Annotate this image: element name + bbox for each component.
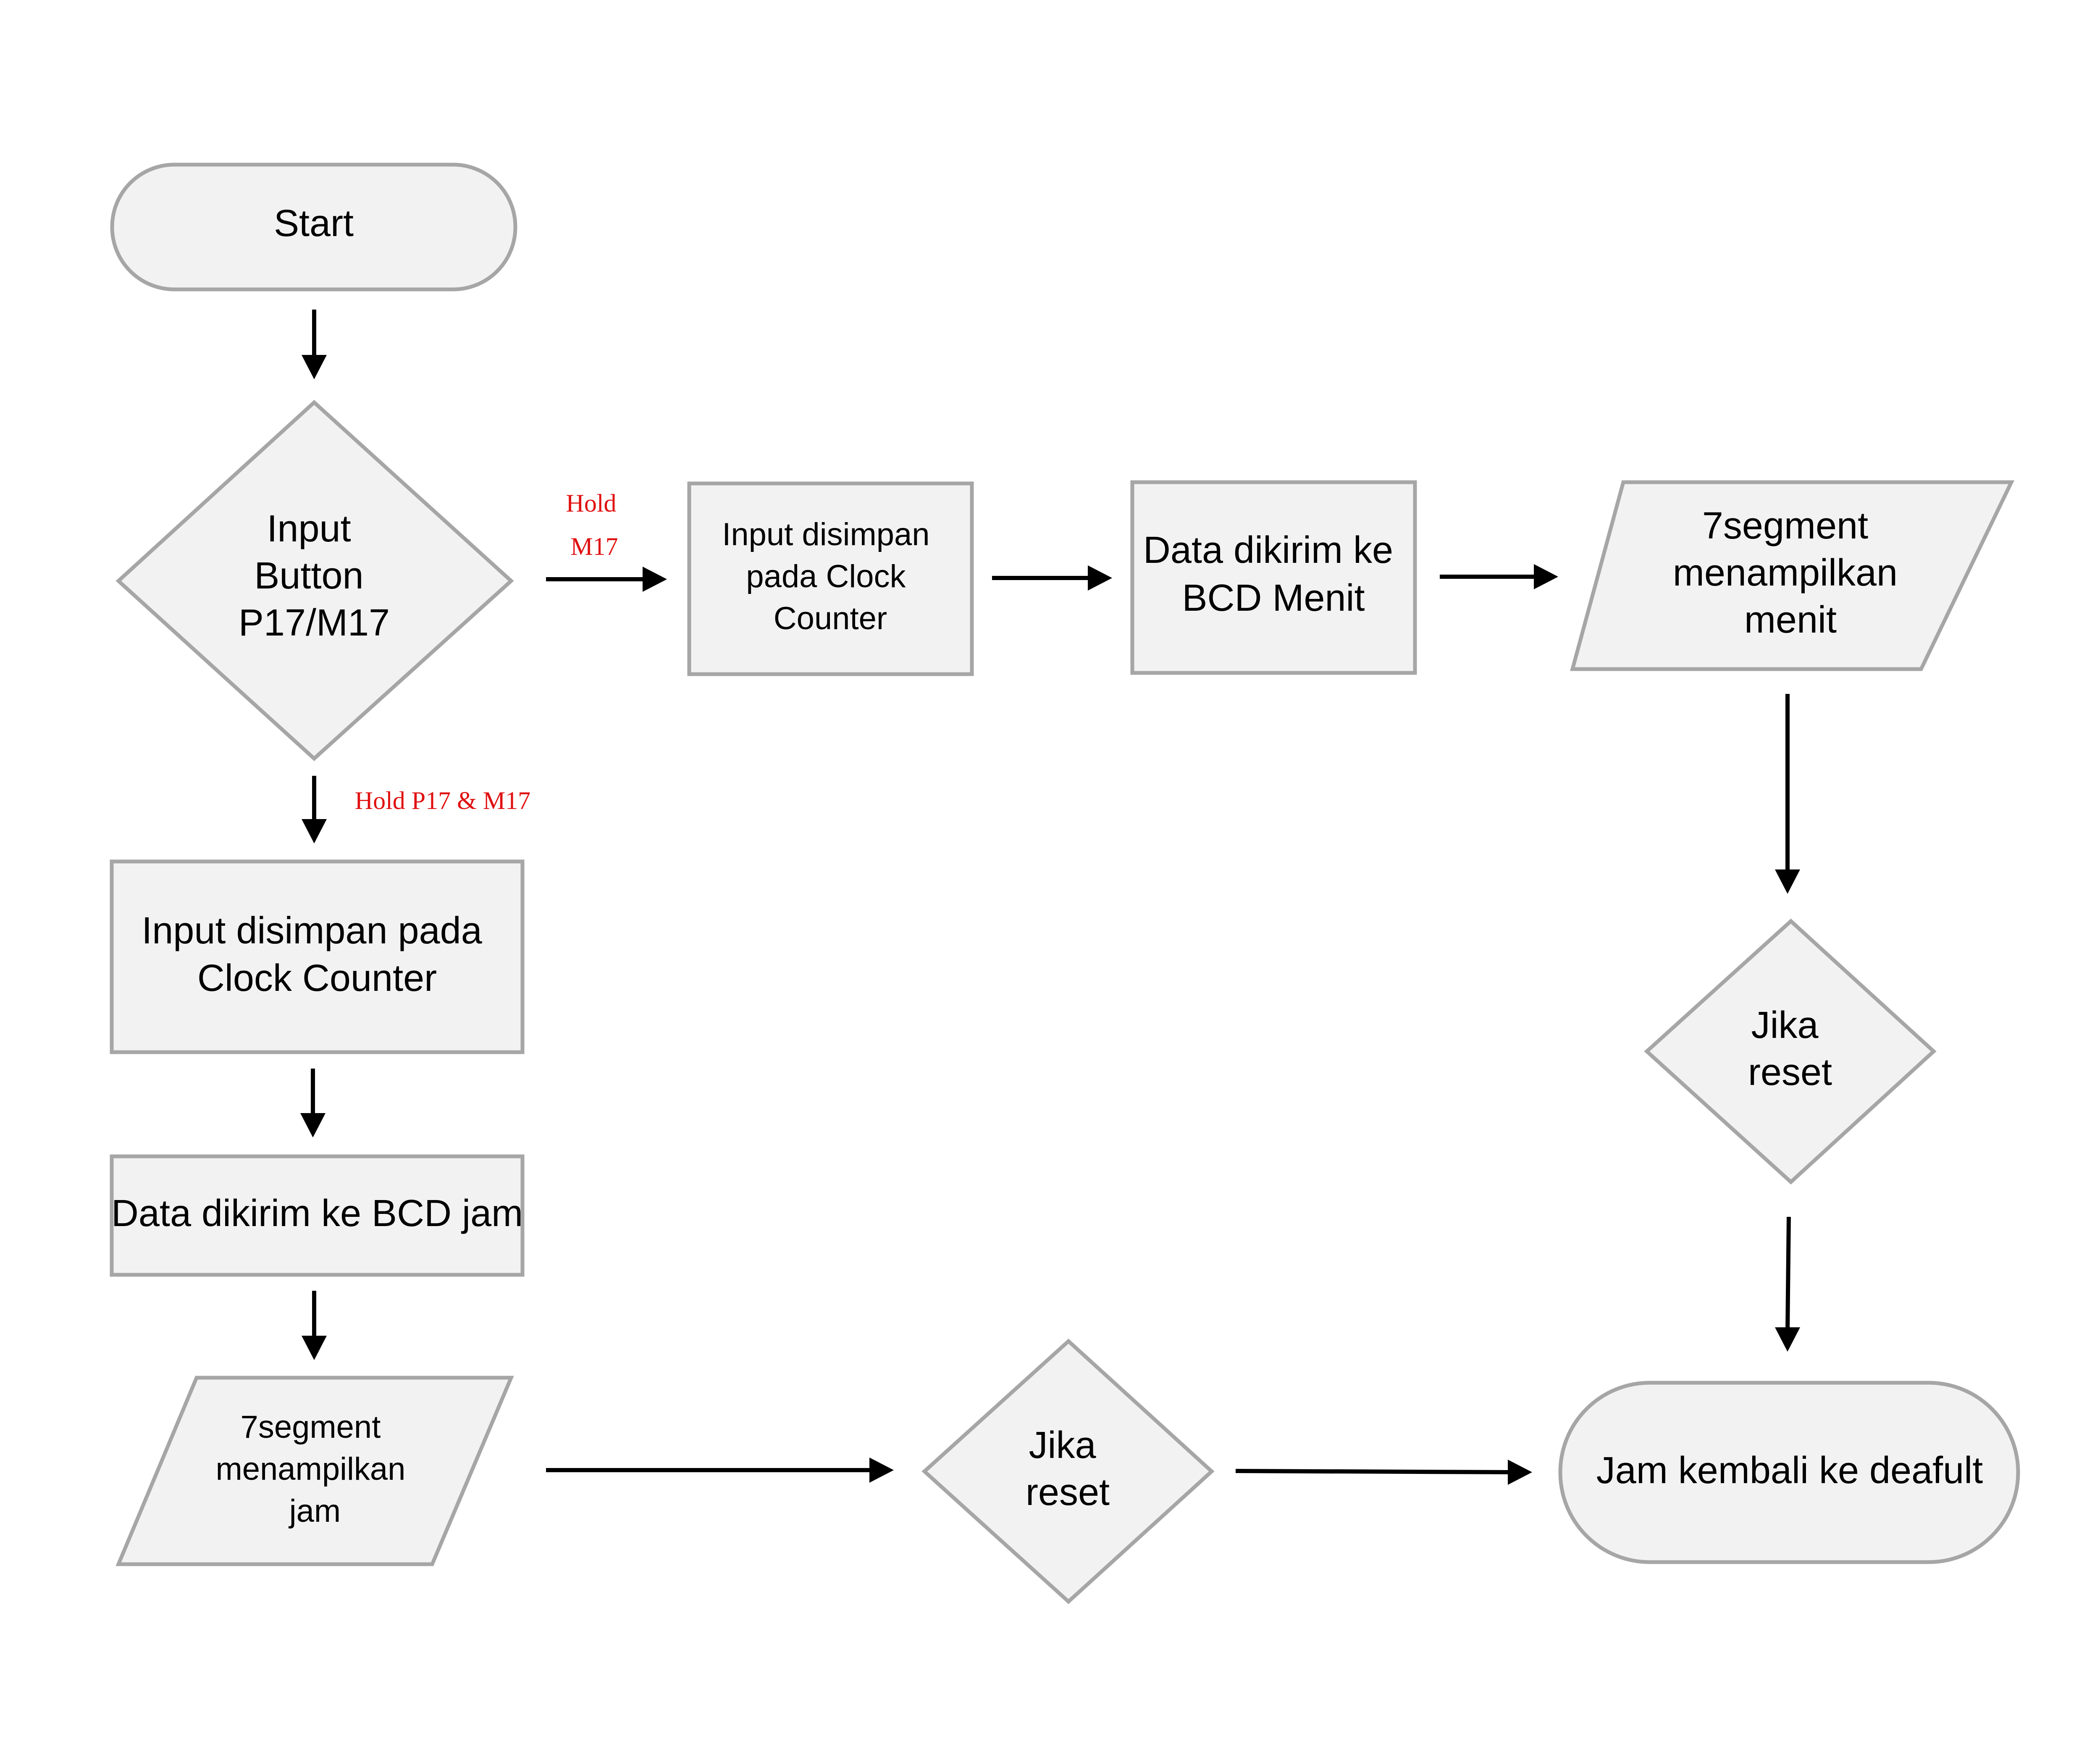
reset-check-right-label: Jika reset [1748, 1004, 1832, 1093]
arrow-saved-minute-to-bcd-minute [992, 565, 1112, 591]
data-bcd-minute-process [1130, 480, 1417, 675]
input-button-label: Input Button P17/M17 [239, 508, 390, 644]
arrow-saved-hour-to-bcd-hour [300, 1069, 326, 1137]
input-saved-hour-process [110, 859, 525, 1054]
start-label: Start [274, 202, 354, 244]
display-hour-output [116, 1376, 514, 1566]
reset-check-bottom-decision [921, 1338, 1215, 1605]
data-bcd-hour-process [110, 1154, 525, 1277]
edge-label-hold-m17: Hold M17 [566, 489, 623, 560]
arrow-input-to-saved-minute [546, 567, 667, 592]
reset-check-bottom-label: Jika reset [1026, 1424, 1110, 1513]
arrow-bcd-hour-to-display-hour [302, 1291, 327, 1360]
arrow-input-to-saved-hour [302, 776, 327, 843]
input-saved-minute-label: Input disimpan pada Clock Counter [722, 517, 938, 636]
input-saved-hour-label: Input disimpan pada Clock Counter [142, 910, 493, 999]
display-minute-output [1570, 480, 2015, 671]
arrow-display-minute-to-reset-right [1775, 694, 1800, 894]
arrow-reset-right-to-end [1775, 1216, 1800, 1352]
display-minute-label: 7segment menampilkan menit [1673, 505, 1908, 641]
arrow-display-hour-to-reset-bottom [546, 1458, 894, 1483]
input-saved-minute-process [687, 481, 974, 676]
end-terminal [1558, 1381, 2020, 1564]
edge-label-hold-p17-m17: Hold P17 & M17 [355, 787, 530, 814]
input-button-decision [116, 399, 514, 762]
data-bcd-minute-label: Data dikirim ke BCD Menit [1143, 529, 1404, 619]
display-hour-label: 7segment menampilkan jam [215, 1409, 414, 1529]
reset-check-right-decision [1644, 918, 1937, 1185]
start-terminal [110, 163, 517, 292]
arrow-bcd-minute-to-display-minute [1440, 564, 1558, 589]
arrow-reset-bottom-to-end [1235, 1460, 1532, 1485]
data-bcd-hour-label: Data dikirim ke BCD jam [111, 1192, 523, 1234]
end-label: Jam kembali ke deafult [1596, 1450, 1983, 1492]
arrow-start-to-input [302, 310, 327, 379]
